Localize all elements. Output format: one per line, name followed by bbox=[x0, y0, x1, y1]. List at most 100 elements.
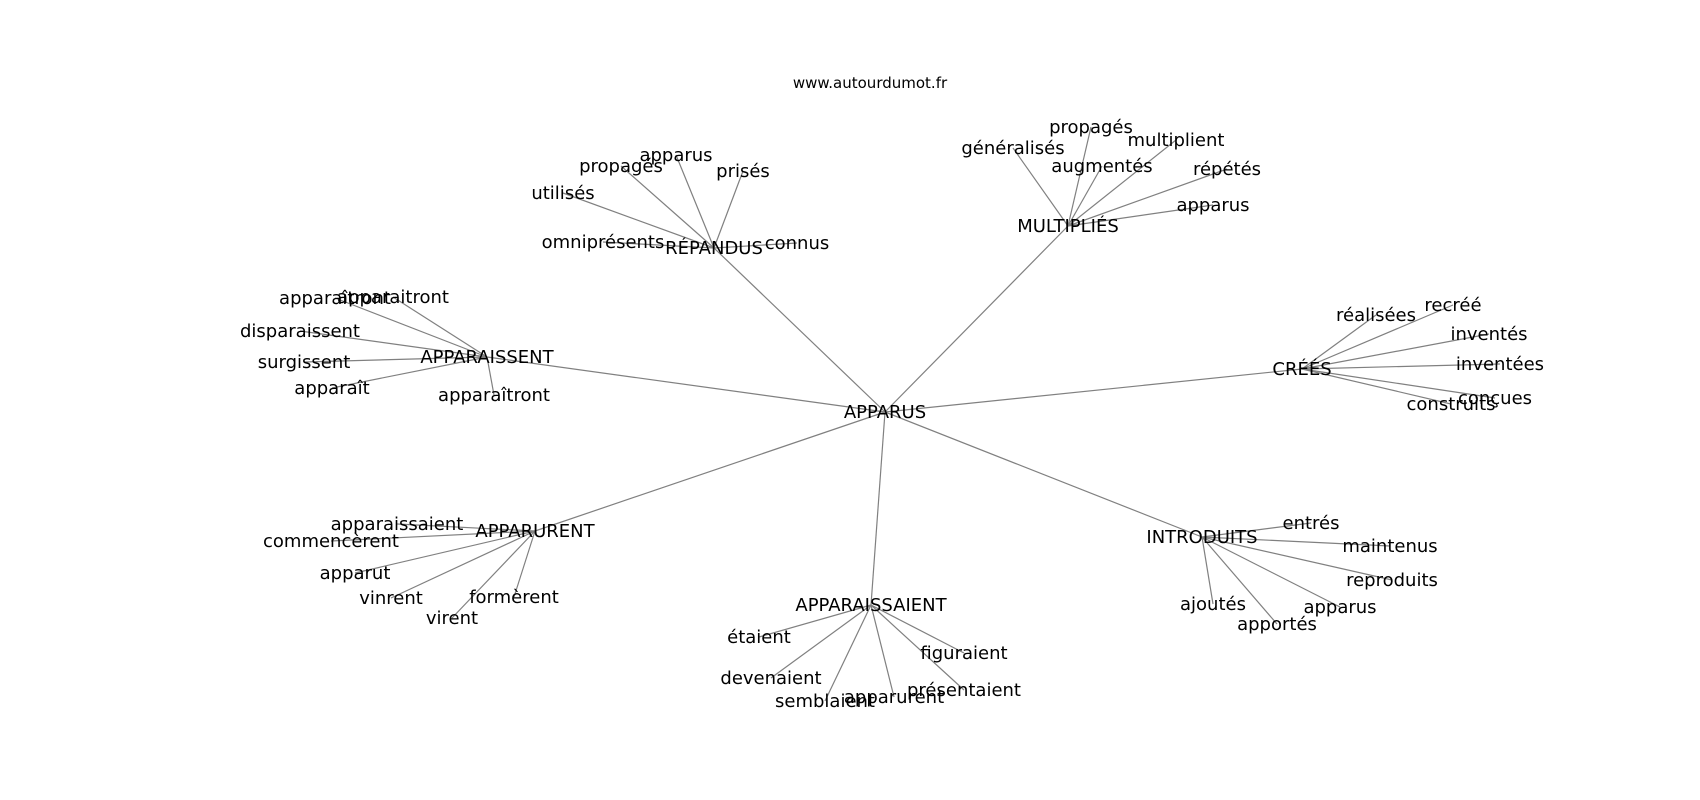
leaf-label: utilisés bbox=[531, 183, 594, 204]
leaf-label: apparus bbox=[639, 145, 712, 166]
leaf-label: virent bbox=[426, 608, 478, 629]
edge-hub-leaf bbox=[1301, 333, 1490, 370]
leaf-label: surgissent bbox=[258, 352, 351, 373]
edge-hub-leaf bbox=[1012, 147, 1069, 227]
edge-hub-leaf bbox=[1067, 165, 1103, 227]
edge-center-hub bbox=[884, 411, 1203, 538]
leaf-label: apportés bbox=[1237, 614, 1317, 635]
edge-hub-leaf bbox=[334, 297, 488, 358]
leaf-label: apparaît bbox=[294, 378, 369, 399]
edge-hub-leaf bbox=[758, 604, 872, 638]
leaf-label: apparaîtront bbox=[279, 288, 391, 309]
edge-hub-leaf bbox=[1301, 304, 1454, 370]
leaf-label: prisés bbox=[716, 161, 770, 182]
leaf-label: recréé bbox=[1424, 295, 1481, 316]
edge-hub-leaf bbox=[1201, 536, 1341, 608]
edge-hub-leaf bbox=[451, 530, 536, 619]
leaf-label: connus bbox=[765, 233, 830, 254]
leaf-label: étaient bbox=[727, 627, 791, 648]
edge-hub-leaf bbox=[1067, 139, 1177, 227]
leaf-label: multiplient bbox=[1128, 130, 1225, 151]
leaf-label: apparut bbox=[320, 563, 391, 584]
leaf-label: apparaitront bbox=[337, 287, 449, 308]
leaf-label: inventées bbox=[1456, 354, 1544, 375]
edge-hub-leaf bbox=[354, 530, 536, 574]
leaf-label: apparaissaient bbox=[331, 514, 464, 535]
edge-center-hub bbox=[534, 411, 886, 532]
edge-hub-leaf bbox=[1201, 536, 1214, 605]
edge-center-hub bbox=[486, 356, 886, 413]
leaf-label: vinrent bbox=[359, 588, 423, 609]
site-title: www.autourdumot.fr bbox=[793, 74, 948, 92]
leaf-label: commencèrent bbox=[263, 531, 399, 552]
leaf-label: apparus bbox=[1176, 195, 1249, 216]
edge-hub-leaf bbox=[675, 154, 715, 249]
leaf-label: apparaîtront bbox=[438, 385, 550, 406]
edge-hub-leaf bbox=[513, 530, 536, 598]
edge-center-hub bbox=[884, 225, 1069, 413]
edge-hub-leaf bbox=[1301, 368, 1452, 405]
edge-hub-leaf bbox=[713, 170, 744, 249]
leaf-label: semblaient bbox=[775, 691, 875, 712]
edge-hub-leaf bbox=[1301, 314, 1377, 370]
edge-hub-leaf bbox=[620, 165, 715, 249]
edge-hub-leaf bbox=[1067, 204, 1214, 227]
leaf-label: construits bbox=[1407, 394, 1496, 415]
edge-hub-leaf bbox=[562, 192, 715, 249]
edge-hub-leaf bbox=[396, 523, 536, 532]
leaf-label: augmentés bbox=[1051, 156, 1152, 177]
leaf-label: propagés bbox=[1049, 117, 1133, 138]
edge-hub-leaf bbox=[1301, 368, 1496, 399]
edge-hub-leaf bbox=[770, 604, 872, 679]
edge-hub-leaf bbox=[713, 242, 798, 249]
hub-label: MULTIPLIÉS bbox=[1017, 215, 1119, 237]
edge-hub-leaf bbox=[299, 330, 488, 358]
leaf-label: répétés bbox=[1193, 159, 1261, 180]
edge-hub-leaf bbox=[602, 241, 715, 249]
leaf-label: réalisées bbox=[1336, 305, 1416, 326]
leaf-label: maintenus bbox=[1342, 536, 1437, 557]
edge-hub-leaf bbox=[1201, 522, 1312, 538]
leaf-label: généralisés bbox=[961, 138, 1064, 159]
edge-hub-leaf bbox=[331, 356, 488, 389]
hub-label: APPARURENT bbox=[475, 521, 595, 542]
leaf-label: omniprésents bbox=[542, 232, 665, 253]
graph-edges bbox=[299, 126, 1501, 702]
leaf-label: inventés bbox=[1450, 324, 1527, 345]
leaf-label: disparaissent bbox=[240, 321, 360, 342]
edge-hub-leaf bbox=[1301, 363, 1501, 370]
leaf-label: présentaient bbox=[907, 680, 1021, 701]
edge-hub-leaf bbox=[870, 604, 895, 698]
hub-label: RÉPANDUS bbox=[665, 237, 763, 259]
leaf-label: entrés bbox=[1283, 513, 1340, 534]
edge-hub-leaf bbox=[1201, 536, 1393, 581]
edge-hub-leaf bbox=[824, 604, 872, 702]
hub-label: CRÉÉS bbox=[1272, 358, 1331, 380]
leaf-label: apparurent bbox=[844, 687, 944, 708]
edge-center-hub bbox=[713, 247, 886, 413]
edge-hub-leaf bbox=[486, 356, 495, 396]
hub-label: APPARAISSENT bbox=[420, 347, 554, 368]
edge-hub-leaf bbox=[870, 604, 965, 654]
edge-hub-leaf bbox=[303, 356, 488, 363]
edge-hub-leaf bbox=[392, 296, 488, 358]
edge-hub-leaf bbox=[390, 530, 536, 599]
edge-hub-leaf bbox=[330, 530, 536, 542]
edge-hub-leaf bbox=[1067, 168, 1228, 227]
leaf-label: ajoutés bbox=[1180, 594, 1246, 615]
edge-hub-leaf bbox=[1201, 536, 1278, 625]
hub-label: APPARAISSAIENT bbox=[795, 595, 947, 616]
leaf-label: propagés bbox=[579, 156, 663, 177]
leaf-label: apparus bbox=[1303, 597, 1376, 618]
edge-center-hub bbox=[870, 411, 886, 606]
leaf-label: conçues bbox=[1458, 388, 1532, 409]
leaf-label: figuraient bbox=[920, 643, 1007, 664]
edge-center-hub bbox=[884, 368, 1303, 413]
center-label: APPARUS bbox=[844, 402, 926, 423]
leaf-label: formèrent bbox=[469, 587, 559, 608]
leaf-label: reproduits bbox=[1346, 570, 1438, 591]
edge-hub-leaf bbox=[1201, 536, 1391, 547]
leaf-label: devenaient bbox=[720, 668, 821, 689]
